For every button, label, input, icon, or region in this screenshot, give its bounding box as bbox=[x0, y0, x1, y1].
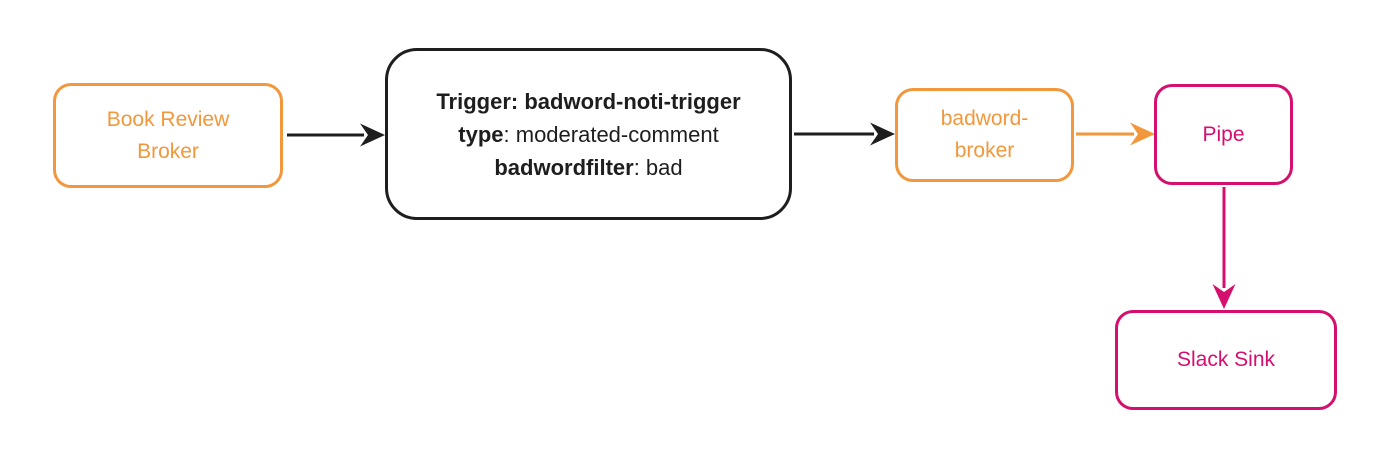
node-label-line: broker bbox=[954, 139, 1015, 162]
node-label: Pipe bbox=[1202, 122, 1245, 146]
arrowhead bbox=[360, 123, 385, 147]
node-book-review-broker: Book Review Broker bbox=[53, 83, 283, 188]
node-label-line: Book Review bbox=[106, 107, 230, 131]
trigger-line-1: Trigger: badword-noti-trigger bbox=[436, 85, 740, 118]
node-trigger: Trigger: badword-noti-trigger type: mode… bbox=[385, 48, 792, 220]
edge-pipe-to-slack-sink bbox=[1212, 187, 1236, 309]
trigger-attr-value: : bad bbox=[633, 154, 683, 180]
trigger-line-3: badwordfilter: bad bbox=[494, 151, 682, 184]
edge-trigger-to-badword-broker bbox=[794, 122, 895, 146]
edge-book-review-broker-to-trigger bbox=[287, 123, 385, 147]
node-label-line: Broker bbox=[137, 139, 199, 163]
arrowhead bbox=[870, 122, 895, 146]
trigger-attr-value: : moderated-comment bbox=[503, 121, 719, 147]
node-label: Book Review Broker bbox=[107, 104, 230, 168]
edge-badword-broker-to-pipe bbox=[1076, 122, 1155, 146]
node-label: badword- broker bbox=[941, 103, 1029, 167]
node-label-line: badword- bbox=[940, 107, 1029, 130]
node-pipe: Pipe bbox=[1154, 84, 1293, 185]
node-slack-sink: Slack Sink bbox=[1115, 310, 1337, 410]
trigger-attr-key: badwordfilter bbox=[494, 154, 634, 180]
trigger-name: Trigger: badword-noti-trigger bbox=[436, 88, 741, 114]
trigger-line-2: type: moderated-comment bbox=[458, 118, 718, 151]
node-badword-broker: badword- broker bbox=[895, 88, 1074, 182]
node-label: Slack Sink bbox=[1176, 348, 1276, 371]
trigger-attr-key: type bbox=[458, 121, 504, 147]
arrowhead bbox=[1212, 284, 1236, 309]
arrowhead bbox=[1130, 122, 1155, 146]
